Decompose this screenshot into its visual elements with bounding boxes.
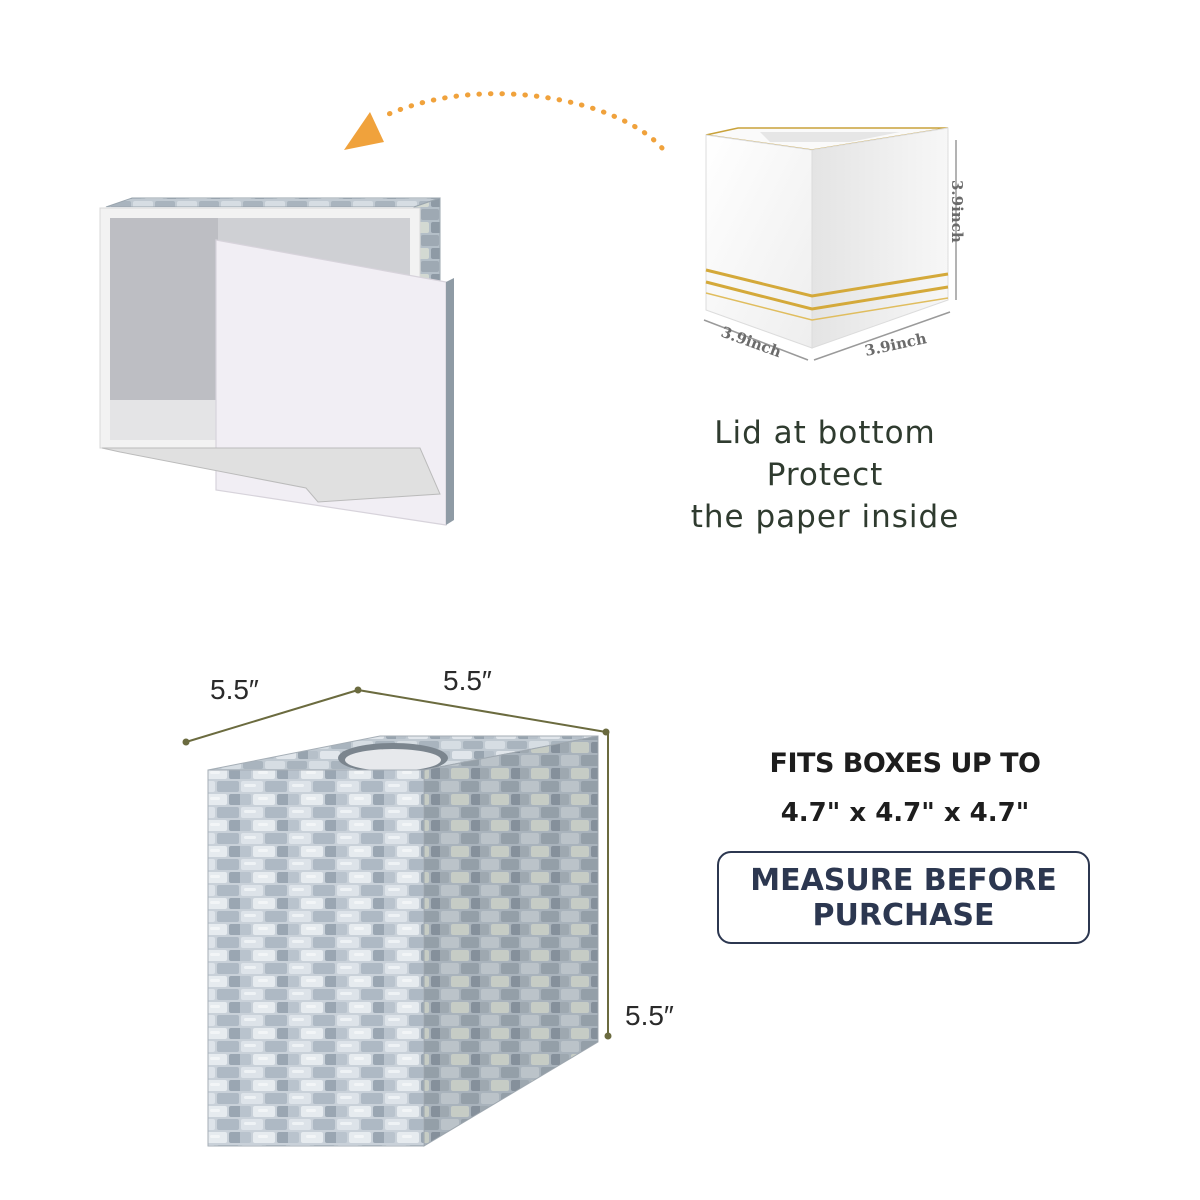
- mosaic-tissue-box-illustration: [207, 735, 599, 1147]
- fits-dimensions: 4.7" x 4.7" x 4.7": [780, 798, 1030, 828]
- measure-before-purchase-badge: MEASURE BEFORE PURCHASE: [717, 851, 1090, 944]
- pack-width-label: 3.9inch: [863, 329, 928, 360]
- lid-caption-line: the paper inside: [690, 499, 960, 535]
- lid-caption-line: Protect: [766, 457, 884, 493]
- pack-height-label: 3.9inch: [948, 180, 966, 243]
- closed-box-height-label: 5.5″: [625, 1000, 674, 1031]
- closed-box-dimension-lines: [182, 686, 612, 1040]
- lid-caption: Lid at bottom Protect the paper inside: [640, 412, 1010, 538]
- fits-title: FITS BOXES UP TO: [769, 748, 1041, 779]
- closed-box-width-label: 5.5″: [443, 665, 492, 696]
- closed-box-depth-label: 5.5″: [210, 674, 259, 705]
- measure-badge-line: MEASURE BEFORE: [750, 862, 1057, 898]
- measure-badge-line: PURCHASE: [812, 897, 995, 933]
- tissue-pack-illustration: [703, 127, 957, 361]
- open-tissue-box-illustration: [99, 197, 454, 526]
- dotted-arrow-icon: [344, 91, 665, 151]
- lid-caption-line: Lid at bottom: [714, 415, 936, 451]
